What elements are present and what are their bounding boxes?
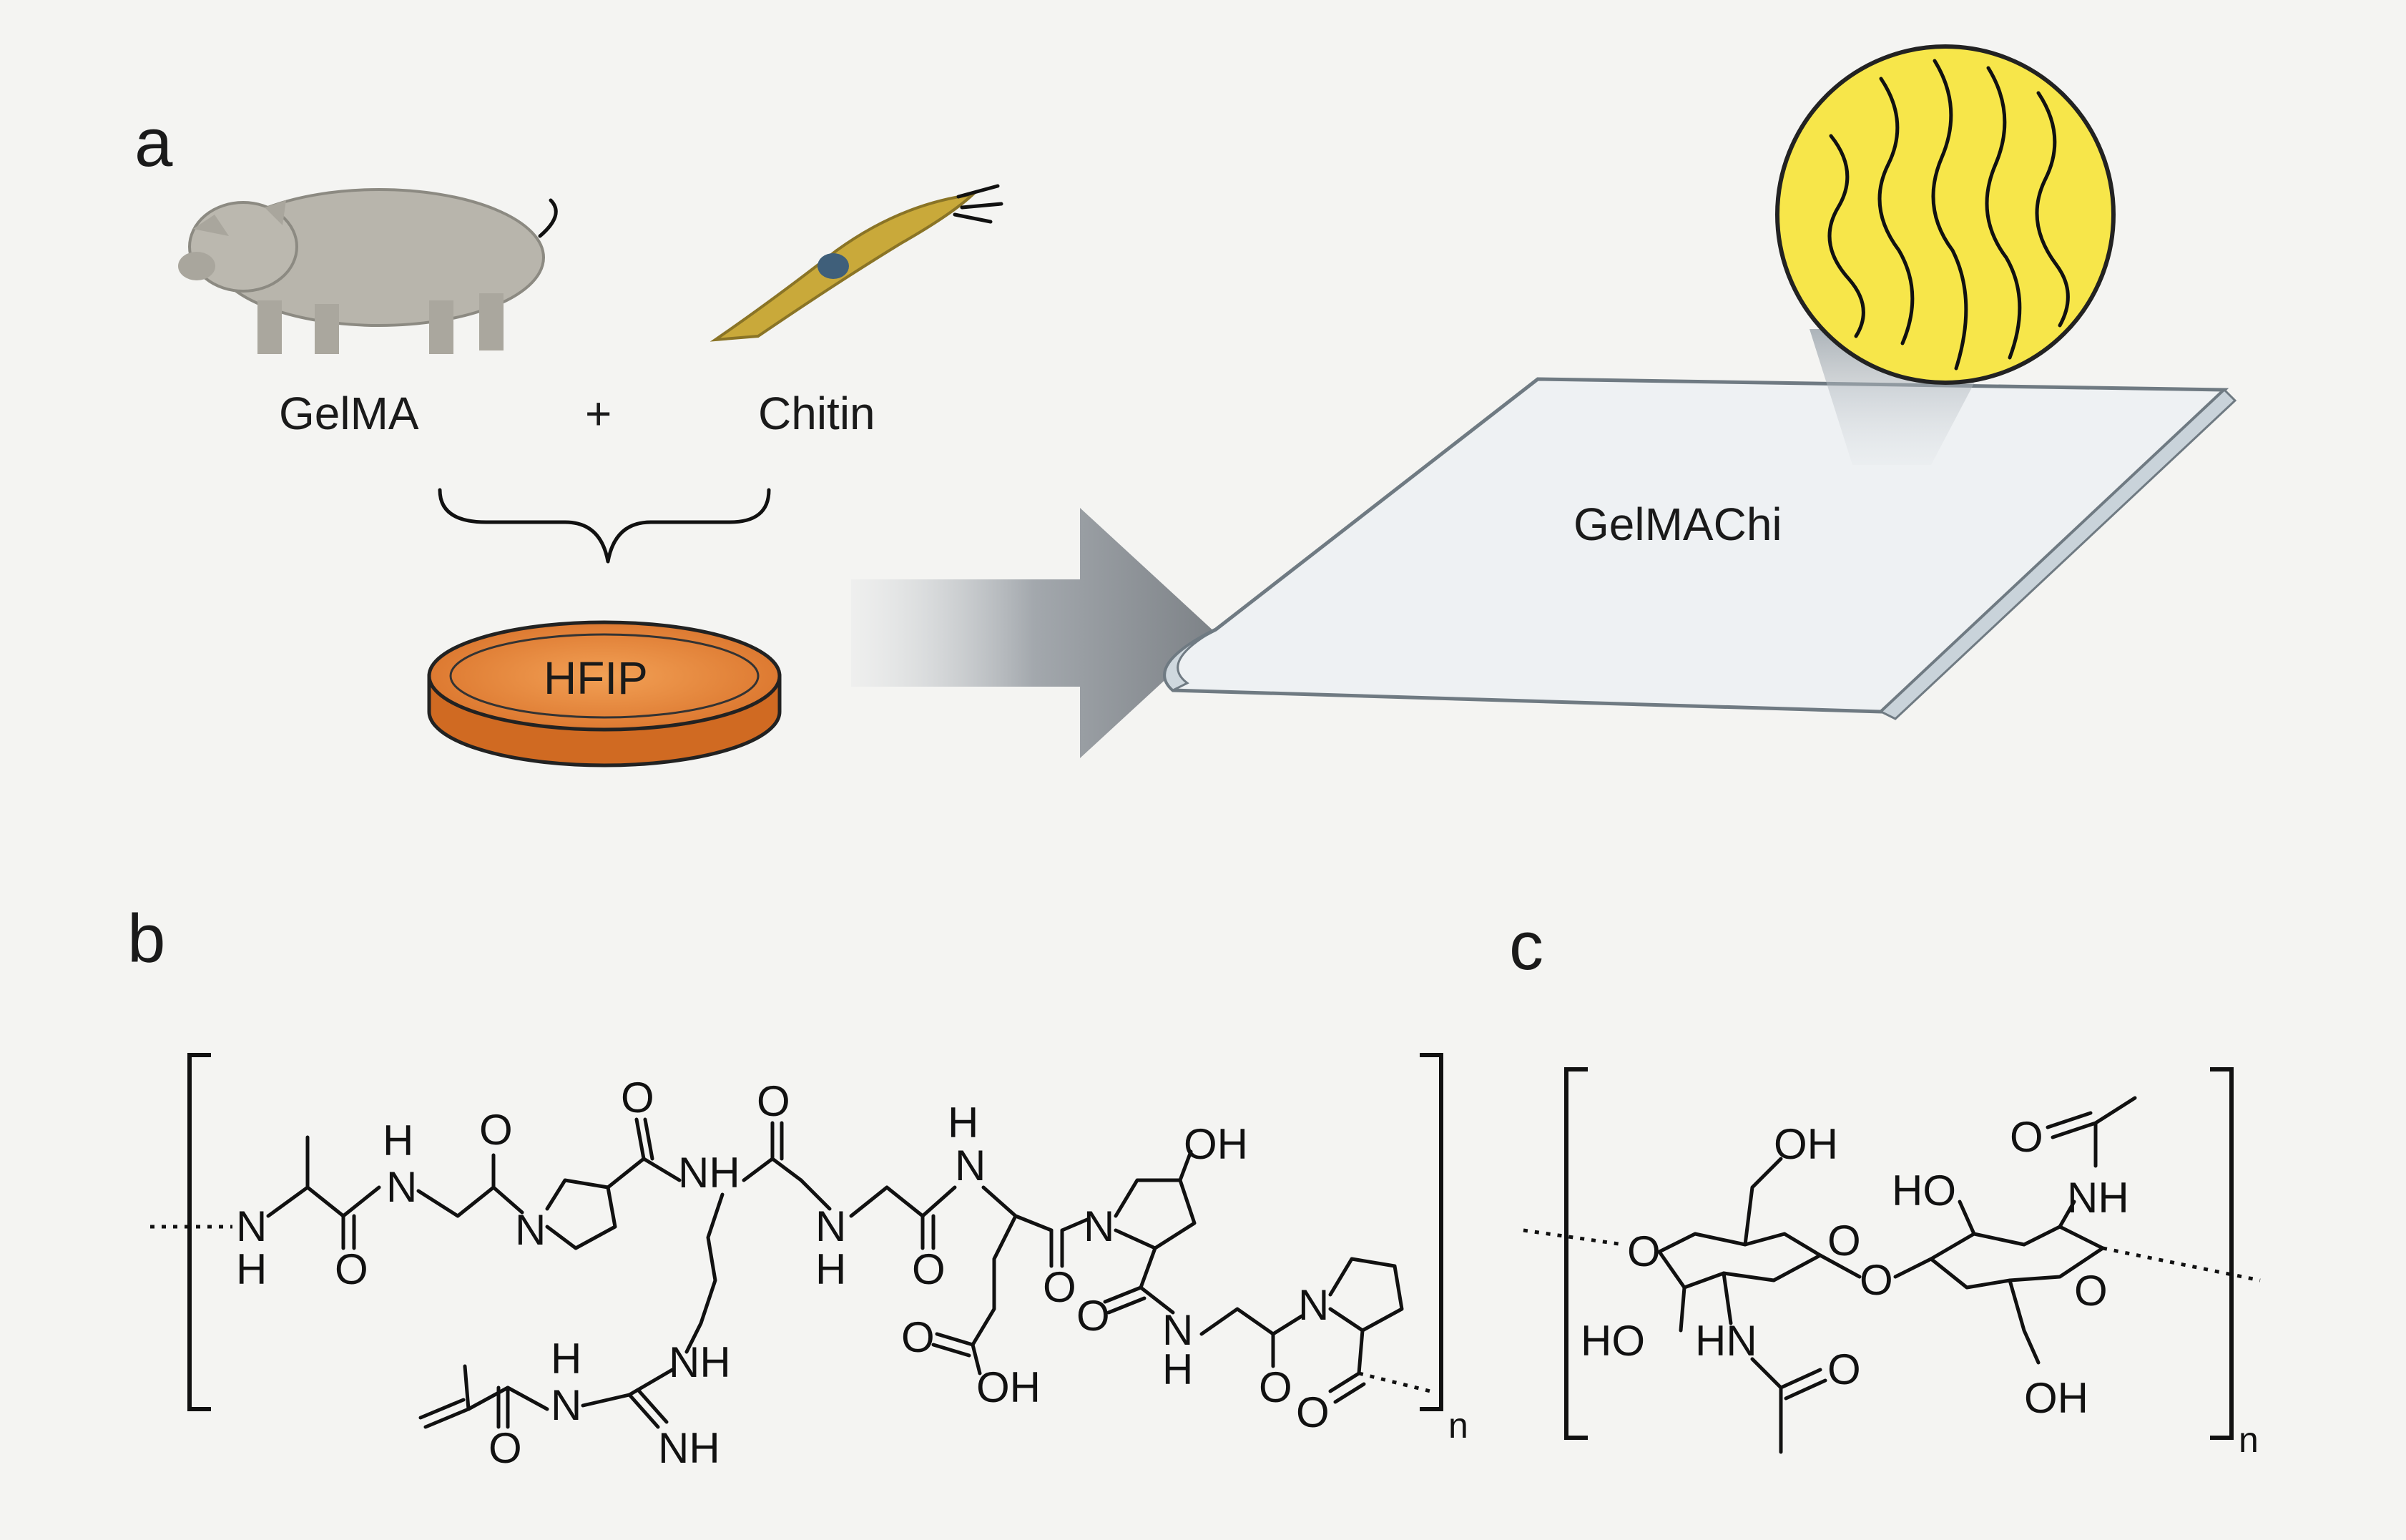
left-bracket-c [1564,1067,1588,1440]
atom-h-gly3: H [1162,1345,1193,1393]
atom-n-gly3: N [1162,1306,1193,1354]
atom-h-guan: H [551,1335,581,1383]
right-bracket [1420,1053,1443,1411]
film-sheet [1163,377,2237,720]
atom-h-gly2: H [815,1245,846,1293]
atom-oh-acid: OH [976,1363,1041,1411]
atom-n-pro: N [515,1206,546,1254]
repeat-n-c: n [2239,1420,2259,1460]
panel-label-c: c [1509,908,1543,984]
gelmachi-label: GelMAChi [1573,499,1782,550]
atom-ho-2: HO [1892,1167,1956,1215]
atom-nh-guan1: NH [669,1338,731,1386]
atom-ho-1: HO [1581,1317,1645,1365]
atom-n-glu: N [955,1142,986,1190]
atom-hn-1: HN [1695,1317,1757,1365]
atom-n-pro2: N [1298,1281,1329,1329]
atom-o-gly3: O [1259,1363,1292,1411]
fiber-zoom-circle [1775,44,2116,385]
atom-n-gly: N [386,1163,417,1211]
atom-n-left: N [236,1202,267,1250]
squid-icon [709,184,1003,342]
atom-o-ma: O [488,1424,522,1472]
atom-nh-arg: NH [678,1149,740,1197]
gelma-label: GelMA [279,388,419,439]
atom-n-guan: N [551,1381,581,1429]
atom-o-left: O [1627,1227,1661,1275]
petri-dish [427,620,782,767]
atom-n-gly2: N [815,1202,846,1250]
atom-oh-bottom2: OH [2024,1374,2088,1422]
atom-o-hyp: O [1076,1292,1110,1340]
gelma-structure: n N H O H N O N O NH O N H [150,1053,1468,1472]
atom-o-amide2: O [2010,1113,2043,1161]
atom-o-bridge: O [1860,1256,1893,1304]
atom-o-gly: O [479,1106,513,1154]
atom-o-gly2: O [912,1245,946,1293]
atom-nh-2: NH [2067,1174,2129,1222]
chitin-label: Chitin [758,388,875,439]
atom-o-arg: O [757,1077,790,1125]
atom-o-ring1: O [1827,1217,1861,1265]
pig-icon [178,188,558,354]
process-arrow [851,508,1216,758]
panel-label-a: a [134,104,173,181]
atom-o-pro: O [621,1074,654,1122]
atom-oh-hyp: OH [1184,1120,1248,1168]
atom-h-glu: H [948,1099,978,1147]
chitin-structure: n O O OH HO HN O O O HO NH O OH [1523,1067,2261,1460]
merge-brace [438,488,771,564]
right-bracket-c [2210,1067,2234,1440]
atom-o-pro2: O [1296,1388,1330,1436]
atom-o-amide1: O [1827,1345,1861,1393]
atom-oh-top1: OH [1774,1120,1838,1168]
atom-o-ring2: O [2074,1267,2108,1315]
left-bracket [187,1053,211,1411]
atom-n-hyp: N [1084,1202,1114,1250]
panel-label-b: b [127,901,165,977]
atom-o-acid: O [901,1313,935,1361]
hfip-label: HFIP [544,652,648,704]
repeat-n-b: n [1448,1406,1468,1446]
atom-nh-guan2: NH [658,1424,720,1472]
plus-sign: + [585,388,612,439]
atom-o-glu: O [1043,1263,1076,1311]
atom-h-left: H [236,1245,267,1293]
atom-o-ala: O [335,1245,368,1293]
atom-h-gly: H [383,1117,413,1164]
